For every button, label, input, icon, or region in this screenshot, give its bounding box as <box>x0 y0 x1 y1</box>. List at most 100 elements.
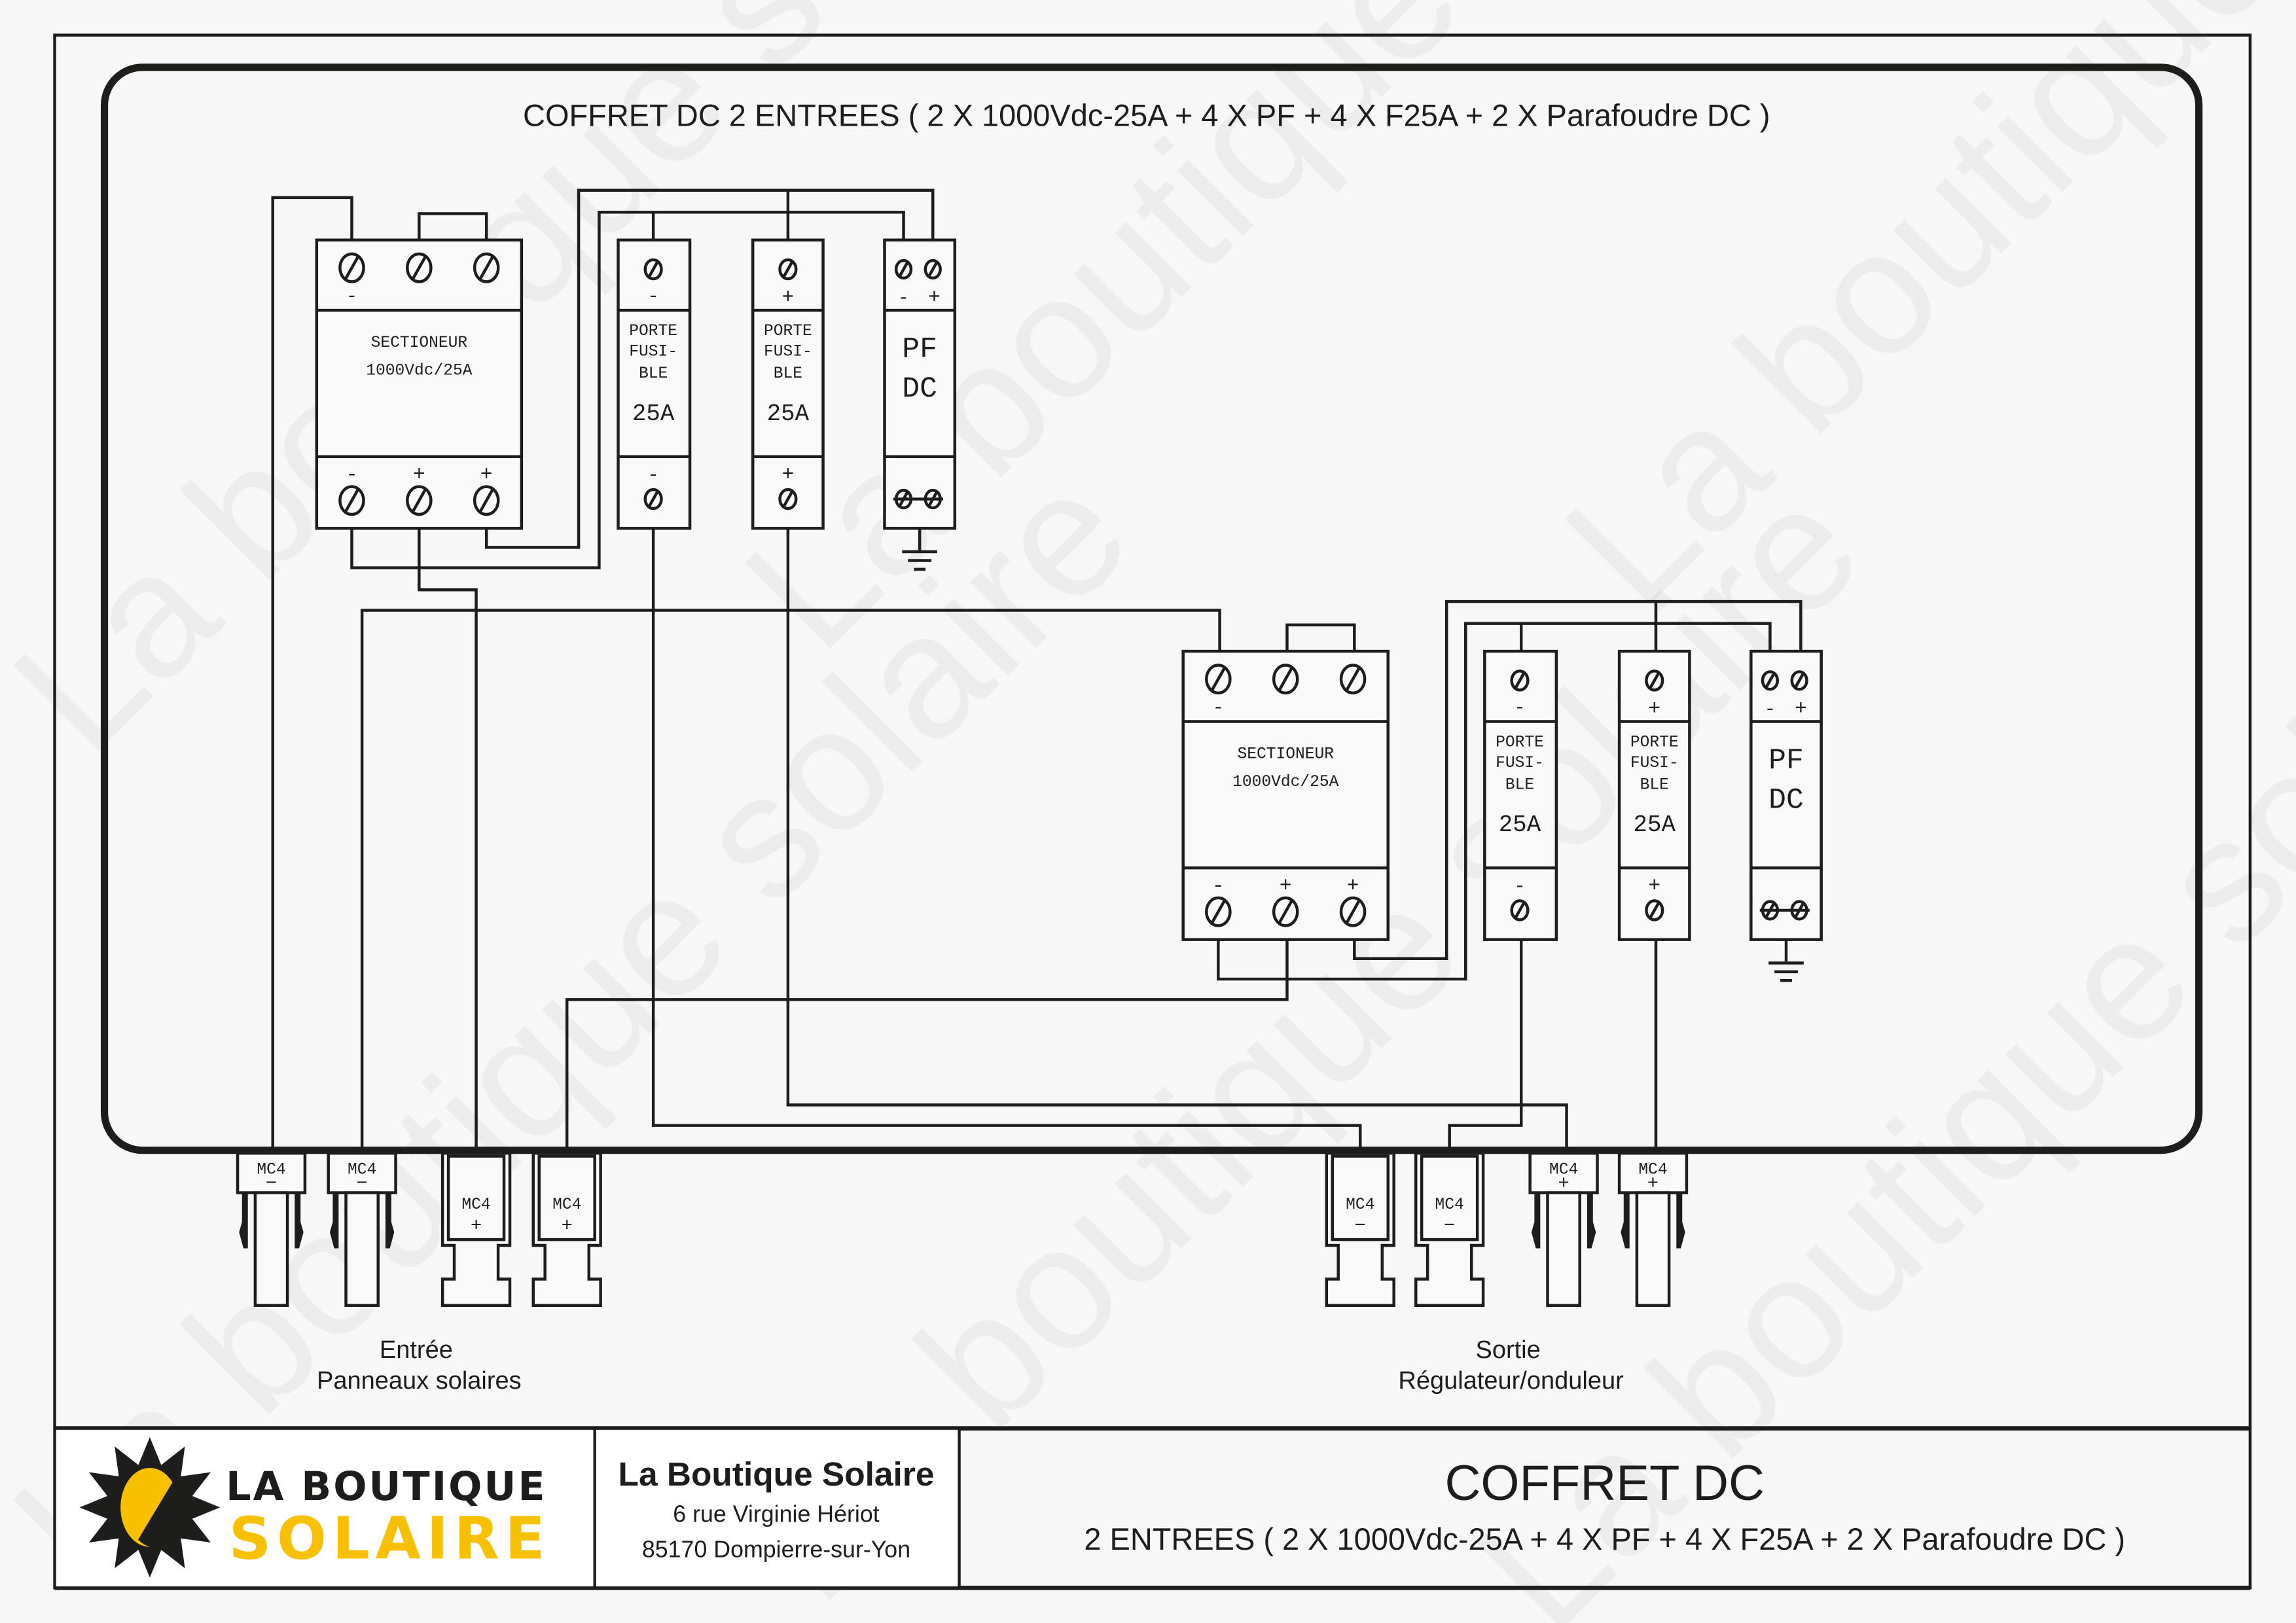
polarity-label: + <box>1648 698 1660 721</box>
terminal-screw-icon <box>894 259 913 280</box>
terminal-screw-icon <box>778 488 798 510</box>
fuse-rating: 25A <box>767 401 810 427</box>
surge-protector-module: - + PF DC <box>1749 649 1823 982</box>
mc4-label: MC4 <box>1435 1196 1464 1214</box>
terminal-screw-icon <box>1510 899 1530 921</box>
company-name: La Boutique Solaire <box>619 1455 935 1493</box>
module-group: - - + + SECTIONEUR 1000Vdc/25A - - PORTE… <box>1181 649 1823 982</box>
polarity-label: - <box>346 463 358 486</box>
terminal-screw-icon <box>778 258 798 281</box>
pf-label: DC <box>1768 784 1804 817</box>
mc4-polarity: − <box>1355 1215 1366 1237</box>
enclosure-outline <box>100 63 2203 1154</box>
fuse-rating: 25A <box>1634 812 1676 838</box>
mc4-connector: MC4− <box>236 1151 307 1307</box>
fuse-holder-plus: + + PORTE FUSI- BLE 25A <box>751 238 825 530</box>
mc4-polarity: − <box>1444 1215 1455 1237</box>
terminal-screw-icon <box>1761 670 1780 691</box>
mc4-polarity: + <box>1558 1173 1569 1194</box>
polarity-label: - <box>346 286 357 308</box>
wire-pf2-minus <box>1217 622 1772 981</box>
polarity-label: + <box>1280 875 1292 898</box>
fuse-holder-plus: + + PORTE FUSI- BLE 25A <box>1617 649 1691 941</box>
fuse-label: PORTE <box>1496 734 1544 751</box>
mc4-connector: MC4− <box>1325 1151 1395 1307</box>
terminal-screw-icon <box>406 485 433 516</box>
terminal-screw-icon <box>1205 896 1232 927</box>
polarity-label: - <box>647 464 658 486</box>
fuse-label: BLE <box>774 365 802 383</box>
terminal-screw-icon <box>643 488 663 510</box>
ground-icon <box>1768 939 1804 982</box>
watermark-text: La boutique solaire <box>1528 0 2296 642</box>
diagram-title: COFFRET DC 2 ENTREES ( 2 X 1000Vdc-25A +… <box>523 98 1770 132</box>
mc4-label: MC4 <box>348 1161 376 1179</box>
polarity-label: + <box>1347 875 1359 898</box>
mc4-polarity: + <box>561 1215 572 1237</box>
terminal-screw-icon <box>338 252 365 283</box>
mc4-polarity: + <box>471 1215 482 1237</box>
polarity-label: - <box>1514 697 1525 719</box>
fuse-label: FUSI- <box>1496 755 1544 772</box>
polarity-label: - <box>1765 698 1776 720</box>
polarity-label: - <box>898 287 909 309</box>
fuse-holder-minus: - - PORTE FUSI- BLE 25A <box>617 238 692 530</box>
polarity-label: + <box>1648 875 1660 898</box>
fuse-label: PORTE <box>764 323 812 340</box>
polarity-label: + <box>413 463 425 486</box>
terminal-screw-icon <box>1339 896 1367 927</box>
output-label: Sortie <box>1475 1336 1540 1364</box>
terminal-screw-icon <box>473 252 500 283</box>
company-address-line2: 85170 Dompierre-sur-Yon <box>642 1536 910 1562</box>
sectioneur-module: - - + + SECTIONEUR 1000Vdc/25A <box>315 238 524 530</box>
polarity-label: - <box>1514 876 1525 897</box>
polarity-label: + <box>480 463 493 486</box>
sectioneur-module: - - + + SECTIONEUR 1000Vdc/25A <box>1181 649 1390 941</box>
terminal-screw-icon <box>1272 664 1299 695</box>
sectioneur-rating: 1000Vdc/25A <box>366 362 472 380</box>
module-group: - - + + SECTIONEUR 1000Vdc/25A - - PORTE… <box>315 238 957 571</box>
fuse-label: FUSI- <box>629 343 677 361</box>
mc4-label: MC4 <box>257 1161 285 1179</box>
pf-label: DC <box>902 373 937 406</box>
terminal-screw-icon <box>338 485 365 516</box>
company-address-line1: 6 rue Virginie Hériot <box>673 1501 879 1527</box>
mc4-connector: MC4− <box>1414 1151 1485 1307</box>
fuse-label: BLE <box>639 365 668 383</box>
input-label: Entrée <box>380 1336 453 1364</box>
fuse-label: PORTE <box>629 323 677 340</box>
pf-label: PF <box>902 334 937 366</box>
polarity-label: - <box>1213 697 1224 719</box>
sectioneur-label: SECTIONEUR <box>1237 745 1334 763</box>
wire-input2-plus <box>565 939 1289 1156</box>
mc4-connector: MC4+ <box>1617 1151 1689 1307</box>
mc4-label: MC4 <box>1638 1161 1667 1179</box>
fuse-holder-minus: - - PORTE FUSI- BLE 25A <box>1483 649 1558 941</box>
wire-bridge-2 <box>1285 623 1356 652</box>
wire-input1-minus <box>271 196 353 1154</box>
terminal-screw-icon <box>406 252 433 283</box>
terminal-screw-icon <box>1510 669 1530 692</box>
wires <box>271 188 1803 1156</box>
polarity-label: + <box>928 287 941 310</box>
mc4-connector: MC4+ <box>440 1151 512 1307</box>
logo-text-line1: LA BOUTIQUE <box>226 1464 545 1510</box>
polarity-label: + <box>781 463 794 486</box>
wire-output1-minus <box>651 528 1362 1156</box>
ground-icon <box>902 528 937 571</box>
mc4-label: MC4 <box>1549 1161 1578 1179</box>
terminal-screw-icon <box>473 485 500 516</box>
polarity-label: - <box>1212 875 1225 898</box>
fuse-rating: 25A <box>1499 812 1541 838</box>
sectioneur-rating: 1000Vdc/25A <box>1232 774 1338 791</box>
terminal-screw-icon <box>1790 670 1808 691</box>
mc4-connector: MC4+ <box>1528 1151 1599 1307</box>
terminal-screw-icon <box>1339 664 1367 695</box>
title-block: LA BOUTIQUE SOLAIRE La Boutique Solaire … <box>54 1426 2250 1590</box>
wire-output2-minus <box>1448 939 1523 1156</box>
wire-bridge-1 <box>418 212 488 240</box>
terminal-screw-icon <box>1645 669 1664 692</box>
sectioneur-label: SECTIONEUR <box>371 334 468 352</box>
drawing-subtitle: 2 ENTREES ( 2 X 1000Vdc-25A + 4 X PF + 4… <box>1084 1522 2125 1556</box>
